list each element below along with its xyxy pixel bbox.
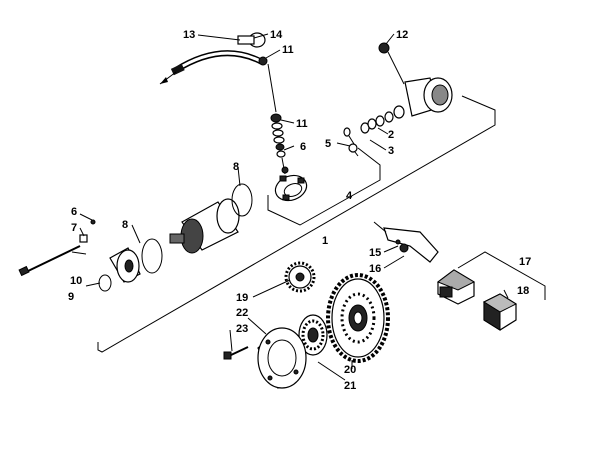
callout-21: 21 [344,380,356,392]
callout-8-upper: 8 [233,161,239,173]
cap-screw-icon [223,346,249,360]
bolt-icon [18,245,81,277]
callout-6-lower: 6 [71,206,77,218]
callout-8-lower: 8 [122,219,128,231]
callout-12: 12 [396,29,408,41]
callout-labels: 1 2 3 4 5 6 6 7 8 8 9 10 11 11 12 13 14 … [68,29,531,392]
callout-17: 17 [519,256,531,268]
callout-15: 15 [369,247,381,259]
callout-19: 19 [236,292,248,304]
solenoid-icon [436,269,476,305]
gear-icon [284,261,316,293]
clutch-housing-icon [257,327,307,389]
large-gear-icon [326,273,390,363]
group-bracket-17 [457,251,546,300]
callout-13: 13 [183,29,195,41]
callout-16: 16 [369,263,381,275]
callout-14: 14 [270,29,283,41]
callout-10: 10 [70,275,82,287]
callout-11-upper: 11 [282,44,294,56]
cable-icon [159,50,264,85]
small-washer-icon [79,219,96,243]
clutch-icon [298,314,328,356]
callout-5: 5 [325,138,331,150]
callout-2: 2 [388,129,394,141]
callout-18: 18 [517,285,529,297]
relay-icon [482,293,518,331]
callout-1: 1 [322,235,328,247]
callout-23: 23 [236,323,248,335]
o-ring-icon [141,183,253,274]
callout-20: 20 [344,364,356,376]
leader-lines [71,33,509,381]
housing-icon [109,247,141,283]
callout-9: 9 [68,291,74,303]
solenoid-bracket-icon [373,221,439,263]
end-cap-icon [378,42,453,117]
starter-motor-icon [169,198,240,254]
brush-plate-icon [274,166,308,202]
callout-22: 22 [236,307,248,319]
callout-11-lower: 11 [296,118,308,130]
callout-3: 3 [388,145,394,157]
callout-6-upper: 6 [300,141,306,153]
group-bracket-4 [267,147,381,226]
washer-stack-icon [360,105,405,134]
nut-stack-icon [267,63,286,175]
group-bracket-1 [97,95,496,353]
callout-4: 4 [346,190,353,202]
callout-7: 7 [71,222,77,234]
small-o-ring-icon [98,274,112,292]
screw-icon [343,127,359,157]
